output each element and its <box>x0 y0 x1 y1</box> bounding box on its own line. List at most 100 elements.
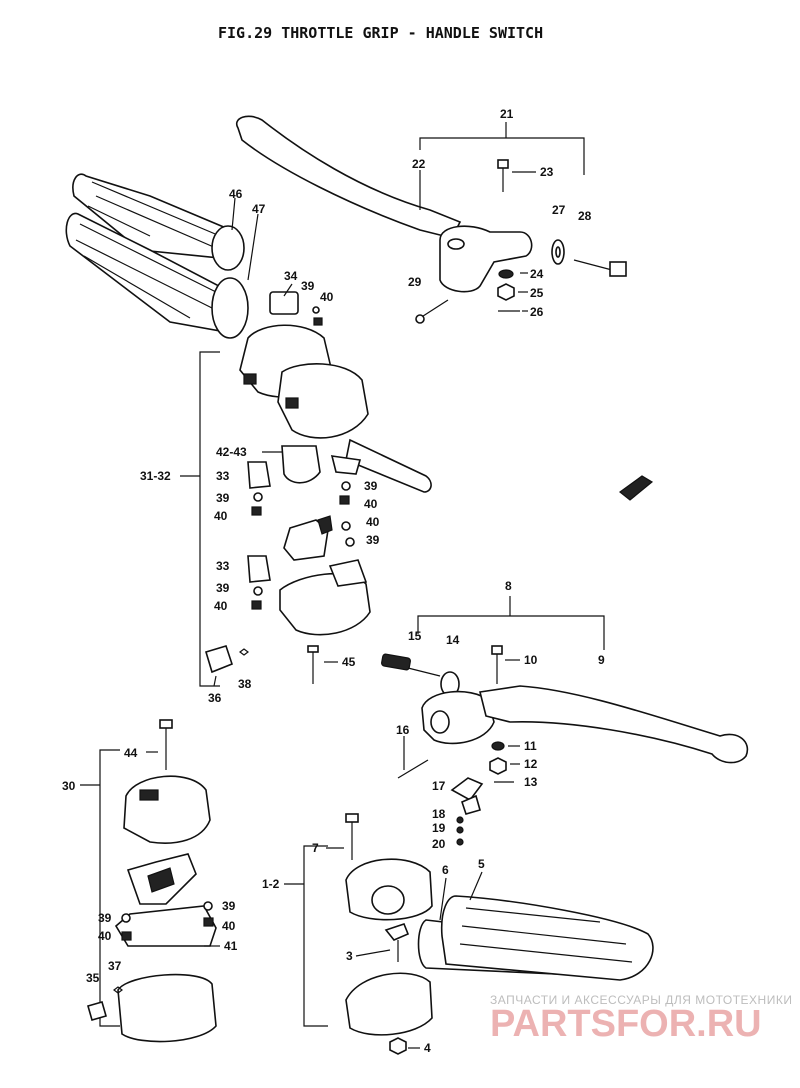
throttle-assembly <box>284 813 654 1055</box>
switch-plate-41 <box>114 905 217 947</box>
label-27: 27 <box>552 203 566 217</box>
button-35 <box>87 1001 107 1021</box>
bracket-1-2 <box>303 845 328 1027</box>
label-33-bottom: 33 <box>216 559 230 573</box>
switch-window-left <box>243 373 257 385</box>
leader-36 <box>213 675 217 687</box>
label-44: 44 <box>124 746 138 760</box>
label-5: 5 <box>478 857 485 871</box>
label-19: 19 <box>432 821 446 835</box>
label-39-f: 39 <box>222 899 236 913</box>
label-21: 21 <box>500 107 514 121</box>
watermark: ЗАПЧАСТИ И АКСЕССУАРЫ ДЛЯ МОТОТЕХНИКИ PA… <box>490 993 792 1045</box>
label-40-g: 40 <box>98 929 112 943</box>
screw-45-head <box>307 645 319 653</box>
label-8: 8 <box>505 579 512 593</box>
leader-47 <box>247 213 259 281</box>
label-35: 35 <box>86 971 100 985</box>
bracket-21 <box>419 137 585 175</box>
label-31-32: 31-32 <box>140 469 171 483</box>
spring-37 <box>113 986 123 994</box>
label-1-2: 1-2 <box>262 877 280 891</box>
label-3: 3 <box>346 949 353 963</box>
switch-bracket-17 <box>450 777 484 802</box>
label-11: 11 <box>524 739 537 753</box>
bolt-16 <box>397 759 429 779</box>
grip-assembly-left <box>65 173 259 339</box>
label-26: 26 <box>530 305 544 319</box>
label-37: 37 <box>108 959 122 973</box>
label-39-right-a: 39 <box>364 479 378 493</box>
switch-cover-upper <box>123 775 211 844</box>
front-brake-lever-assembly <box>381 596 749 846</box>
label-14: 14 <box>446 633 460 647</box>
clutch-lever-holder <box>439 225 533 293</box>
handle-switch-30 <box>80 719 220 1043</box>
grip-46-flange <box>211 225 245 271</box>
label-40-left-a: 40 <box>214 509 228 523</box>
brake-holder-bore <box>430 710 450 734</box>
label-30: 30 <box>62 779 76 793</box>
nut-25 <box>497 283 515 301</box>
bolt-29 <box>419 299 449 319</box>
leader-34 <box>283 283 293 297</box>
label-47: 47 <box>252 202 266 216</box>
label-4: 4 <box>424 1041 431 1055</box>
label-17: 17 <box>432 779 446 793</box>
ball-40-left-b <box>251 600 262 610</box>
label-16: 16 <box>396 723 410 737</box>
brake-switch-body <box>461 794 481 815</box>
label-22: 22 <box>412 157 426 171</box>
label-18: 18 <box>432 807 446 821</box>
switch-knob-34 <box>269 291 299 315</box>
label-40-f: 40 <box>222 919 236 933</box>
ball-40-top <box>313 317 323 326</box>
label-34: 34 <box>284 269 298 283</box>
spring-39-left-a <box>253 492 263 502</box>
brake-lever-blade <box>479 685 749 764</box>
spring-39-f <box>203 901 213 911</box>
screw-7-head <box>345 813 359 823</box>
label-29: 29 <box>408 275 422 289</box>
ball-40-f <box>203 917 214 927</box>
switch-contact <box>317 515 333 535</box>
clutch-lever-assembly <box>235 115 627 324</box>
ball-40-g <box>121 931 132 941</box>
label-10: 10 <box>524 653 538 667</box>
bolt-10-head <box>491 645 503 655</box>
label-39-left-a: 39 <box>216 491 230 505</box>
contact-plate <box>330 455 362 475</box>
label-40-top: 40 <box>320 290 334 304</box>
spring-40-right-b <box>341 521 351 531</box>
label-46: 46 <box>229 187 243 201</box>
nut-12 <box>489 757 507 775</box>
watermark-tagline: ЗАПЧАСТИ И АКСЕССУАРЫ ДЛЯ МОТОТЕХНИКИ <box>490 993 792 1007</box>
nut-4 <box>389 1037 407 1055</box>
label-12: 12 <box>524 757 538 771</box>
label-39-g: 39 <box>98 911 112 925</box>
throttle-housing-bore <box>371 885 405 915</box>
label-9: 9 <box>598 653 605 667</box>
label-23: 23 <box>540 165 554 179</box>
screw-44-head <box>159 719 173 729</box>
switch-block-middle <box>283 519 329 561</box>
bracket-8 <box>417 615 605 650</box>
grip-47-flange <box>211 277 249 339</box>
figure-title: FIG.29 THROTTLE GRIP - HANDLE SWITCH <box>218 24 543 42</box>
label-6: 6 <box>442 863 449 877</box>
label-24: 24 <box>530 267 544 281</box>
label-39-top: 39 <box>301 279 315 293</box>
switch-housing-30-base <box>117 973 217 1043</box>
leader-6 <box>439 877 447 921</box>
leader-5 <box>469 871 483 901</box>
switch-cover-window <box>139 789 159 801</box>
label-38: 38 <box>238 677 252 691</box>
throttle-pulley-3 <box>384 923 410 941</box>
label-25: 25 <box>530 286 544 300</box>
ball-40-left-a <box>251 506 262 516</box>
adjuster-bolt-15-shank <box>407 667 441 677</box>
handlebar-wire-tube <box>345 438 432 493</box>
button-36 <box>205 645 233 674</box>
bolt-29-head <box>415 314 425 324</box>
grip-47-ribs <box>75 223 225 319</box>
